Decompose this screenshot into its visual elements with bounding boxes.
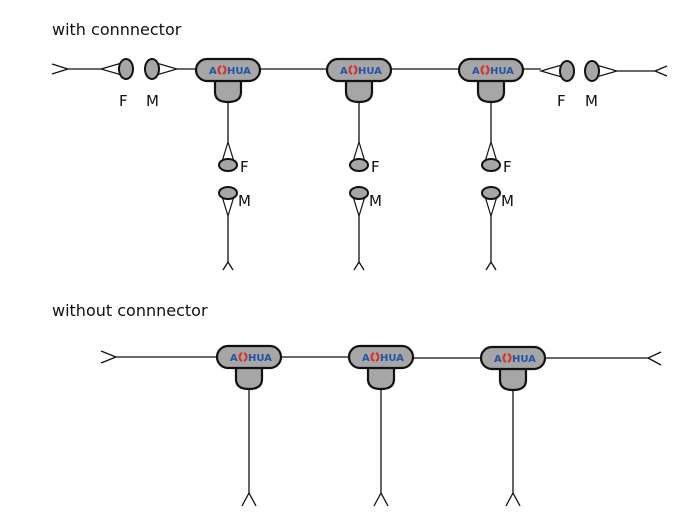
brand-logo: A HUA (340, 65, 382, 77)
brand-logo: A HUA (494, 353, 536, 365)
branch-with-connector: FM (349, 102, 382, 271)
branch-split-end (222, 260, 234, 271)
left-split-end (51, 63, 71, 75)
label-branch-male: M (369, 192, 382, 210)
logo-text: HUA (227, 66, 251, 77)
logo-swirl-icon (217, 65, 222, 75)
logo-letter-a: A (230, 353, 238, 364)
section-title-with-connector: with connnector (52, 20, 182, 39)
branch-split-end (485, 260, 497, 271)
right-split-end-2 (646, 351, 662, 366)
label-left-female: F (119, 92, 128, 110)
tee-splitter-1: A HUA (194, 57, 262, 104)
logo-letter-a: A (362, 353, 370, 364)
left-split-end-2 (100, 350, 118, 364)
left-male-connector (144, 58, 180, 80)
branch-split-end (241, 491, 257, 507)
right-female-connector (538, 60, 575, 82)
label-branch-male: M (501, 192, 514, 210)
logo-text: HUA (490, 66, 514, 77)
label-branch-female: F (371, 158, 380, 176)
branch-split-end (505, 491, 521, 507)
brand-logo: A HUA (230, 352, 272, 364)
label-branch-female: F (503, 158, 512, 176)
logo-swirl-icon (370, 352, 375, 362)
tee-splitter-nc-1: A HUA (215, 344, 283, 391)
tee-splitter-nc-2: A HUA (347, 344, 415, 391)
trunk-with-connector (51, 58, 668, 82)
tee-splitter-nc-3: A HUA (479, 345, 547, 392)
logo-text: HUA (380, 353, 404, 364)
label-branch-male: M (238, 192, 251, 210)
trunk-without-connector (100, 350, 662, 366)
right-male-connector (584, 60, 620, 82)
logo-text: HUA (358, 66, 382, 77)
logo-swirl-icon (502, 353, 507, 363)
branch-with-connector: FM (218, 102, 251, 271)
brand-logo: A HUA (472, 65, 514, 77)
tee-splitter-2: A HUA (325, 57, 393, 104)
branch-without-connector (505, 390, 521, 507)
logo-letter-a: A (472, 66, 480, 77)
logo-swirl-icon (348, 65, 353, 75)
logo-swirl-icon (480, 65, 485, 75)
logo-letter-a: A (209, 66, 217, 77)
brand-logo: A HUA (362, 352, 404, 364)
logo-letter-a: A (340, 66, 348, 77)
branch-without-connector (373, 389, 389, 507)
brand-logo: A HUA (209, 65, 251, 77)
tee-splitter-3: A HUA (457, 57, 525, 104)
label-branch-female: F (240, 158, 249, 176)
branch-without-connector (241, 389, 257, 507)
branch-with-connector: FM (481, 102, 514, 271)
section-title-without-connector: without connnector (52, 301, 208, 320)
branch-split-end (353, 260, 365, 271)
left-female-connector (98, 58, 134, 80)
logo-swirl-icon (238, 352, 243, 362)
right-split-end (653, 65, 668, 77)
label-right-female: F (557, 92, 566, 110)
logo-text: HUA (248, 353, 272, 364)
logo-letter-a: A (494, 354, 502, 365)
branch-split-end (373, 491, 389, 507)
logo-text: HUA (512, 354, 536, 365)
label-left-male: M (146, 92, 159, 110)
label-right-male: M (585, 92, 598, 110)
